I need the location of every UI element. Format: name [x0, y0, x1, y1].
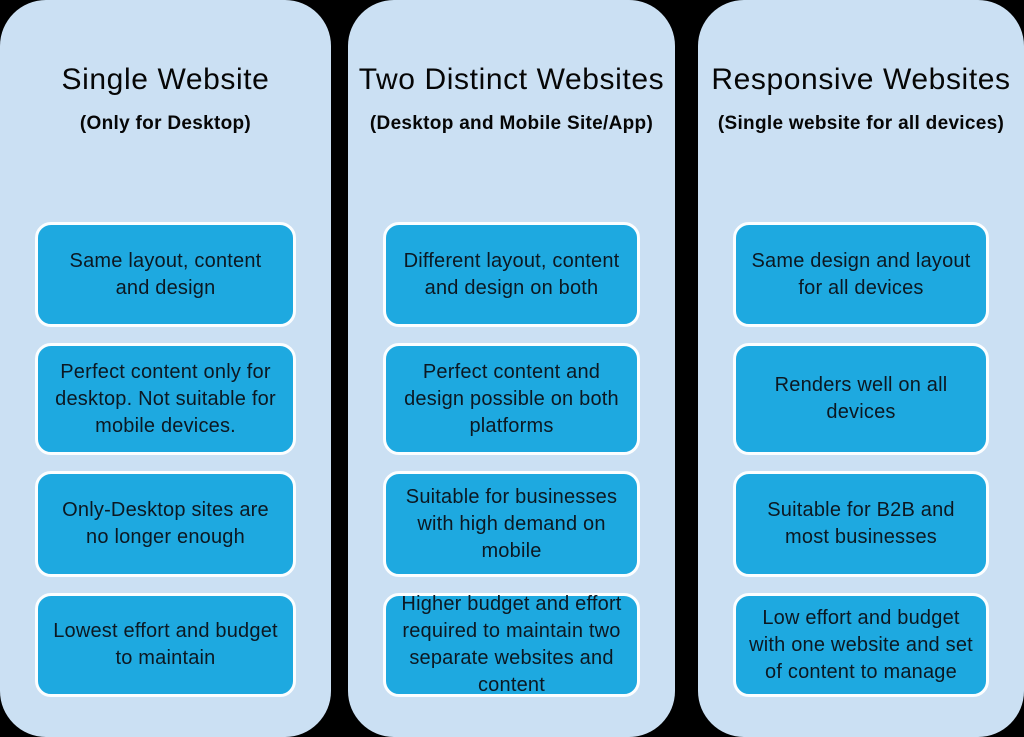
column-header: Single Website (Only for Desktop) — [6, 60, 325, 135]
feature-box: Same design and layout for all devices — [733, 222, 989, 327]
feature-text: Low effort and budget with one website a… — [749, 606, 973, 683]
feature-text: Same design and layout for all devices — [751, 249, 971, 299]
feature-text: Same layout, content and design — [69, 249, 262, 299]
column-title: Single Website — [61, 63, 270, 96]
column-header: Responsive Websites (Single website for … — [704, 60, 1018, 135]
column-single-website: Single Website (Only for Desktop) Same l… — [0, 0, 331, 737]
feature-box: Renders well on all devices — [733, 343, 989, 455]
feature-box: Same layout, content and design — [35, 222, 296, 327]
feature-text: Perfect content only for desktop. Not su… — [55, 360, 276, 437]
feature-text: Renders well on all devices — [774, 374, 948, 423]
column-subtitle: (Only for Desktop) — [79, 113, 252, 134]
feature-text: Only-Desktop sites are no longer enough — [62, 499, 269, 548]
feature-box: Only-Desktop sites are no longer enough — [35, 471, 296, 577]
feature-box: Low effort and budget with one website a… — [733, 593, 989, 697]
feature-list: Different layout, content and design on … — [383, 222, 640, 697]
feature-box: Lowest effort and budget to maintain — [35, 593, 296, 697]
feature-box: Different layout, content and design on … — [383, 222, 640, 327]
column-title: Two Distinct Websites — [358, 63, 665, 96]
column-subtitle: (Desktop and Mobile Site/App) — [369, 113, 654, 134]
feature-text: Suitable for businesses with high demand… — [405, 485, 618, 562]
feature-box: Higher budget and effort required to mai… — [383, 593, 640, 697]
feature-box: Suitable for B2B and most businesses — [733, 471, 989, 577]
column-title: Responsive Websites — [711, 63, 1011, 96]
feature-list: Same design and layout for all devices R… — [733, 222, 989, 697]
feature-text: Higher budget and effort required to mai… — [401, 593, 622, 696]
column-subtitle: (Single website for all devices) — [717, 113, 1005, 134]
feature-text: Lowest effort and budget to maintain — [53, 620, 278, 669]
feature-text: Perfect content and design possible on b… — [404, 360, 619, 437]
column-responsive-websites: Responsive Websites (Single website for … — [698, 0, 1024, 737]
feature-box: Perfect content and design possible on b… — [383, 343, 640, 455]
feature-box: Perfect content only for desktop. Not su… — [35, 343, 296, 455]
feature-list: Same layout, content and design Perfect … — [35, 222, 296, 697]
feature-text: Suitable for B2B and most businesses — [767, 499, 955, 548]
column-header: Two Distinct Websites (Desktop and Mobil… — [354, 60, 669, 135]
column-two-distinct-websites: Two Distinct Websites (Desktop and Mobil… — [348, 0, 675, 737]
feature-text: Different layout, content and design on … — [403, 249, 620, 299]
feature-box: Suitable for businesses with high demand… — [383, 471, 640, 577]
